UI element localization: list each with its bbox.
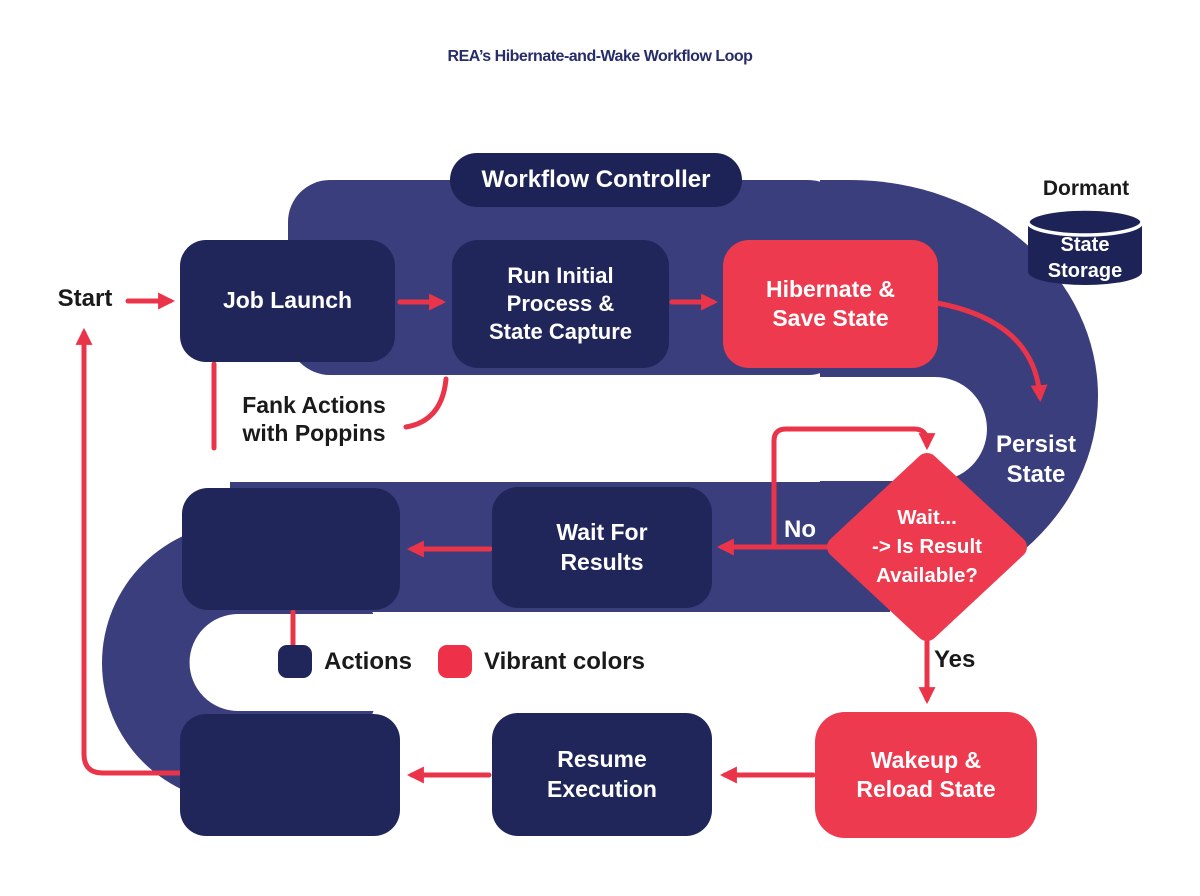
state-storage-cylinder-icon <box>1026 207 1144 285</box>
node-hibernate-save-state: Hibernate & Save State <box>723 240 938 368</box>
page-title: REA’s Hibernate-and-Wake Workflow Loop <box>447 48 753 65</box>
legend-swatch-actions <box>278 645 312 678</box>
legend-item-actions: Actions <box>278 645 412 678</box>
line-container-to-fank-note <box>403 376 449 430</box>
arrow-hibernate-to-persist <box>934 300 1048 403</box>
legend-label-vibrant-colors: Vibrant colors <box>484 647 645 675</box>
state-storage-label: State Storage <box>1047 234 1123 282</box>
node-resume-execution: Resume Execution <box>492 713 712 836</box>
node-hibernate-label: Hibernate & Save State <box>765 275 896 331</box>
node-resume-label: Resume Execution <box>547 746 657 802</box>
decision-diamond <box>827 453 1027 641</box>
decision-diamond-label: Wait... -> Is Result Available? <box>872 506 982 588</box>
node-wait-for-results: Wait For Results <box>492 487 712 608</box>
node-blank-left-middle <box>182 488 400 610</box>
node-run-initial-process: Run Initial Process & State Capture <box>452 240 669 368</box>
yes-branch-label: Yes <box>934 646 976 673</box>
workflow-controller-pill: Workflow Controller <box>450 153 742 207</box>
persist-state-label: Persist State <box>995 431 1077 488</box>
legend-swatch-vibrant-colors <box>438 645 472 678</box>
legend-label-actions: Actions <box>324 647 413 675</box>
node-job-launch: Job Launch <box>180 240 395 362</box>
fank-actions-note: Fank Actions with Poppins <box>242 392 386 446</box>
node-run-initial-label: Run Initial Process & State Capture <box>488 263 633 344</box>
node-blank-bottom-left <box>180 714 400 836</box>
connector-arrows <box>75 292 1048 784</box>
legend-item-vibrant-colors: Vibrant colors <box>438 645 645 678</box>
dormant-label: Dormant <box>1042 177 1130 200</box>
ribbon-left-hole <box>189 614 1100 711</box>
no-branch-label: No <box>784 516 816 543</box>
arrow-retry-loop-to-decision <box>771 426 936 550</box>
workflow-controller-label: Workflow Controller <box>481 166 711 193</box>
node-wakeup-reload-state: Wakeup & Reload State <box>815 712 1037 838</box>
start-label: Start <box>57 285 113 312</box>
node-wait-for-results-label: Wait For Results <box>556 519 648 575</box>
arrow-loopback-to-start <box>75 327 183 776</box>
node-job-launch-label: Job Launch <box>222 287 353 314</box>
node-wakeup-label: Wakeup & Reload State <box>856 746 996 802</box>
